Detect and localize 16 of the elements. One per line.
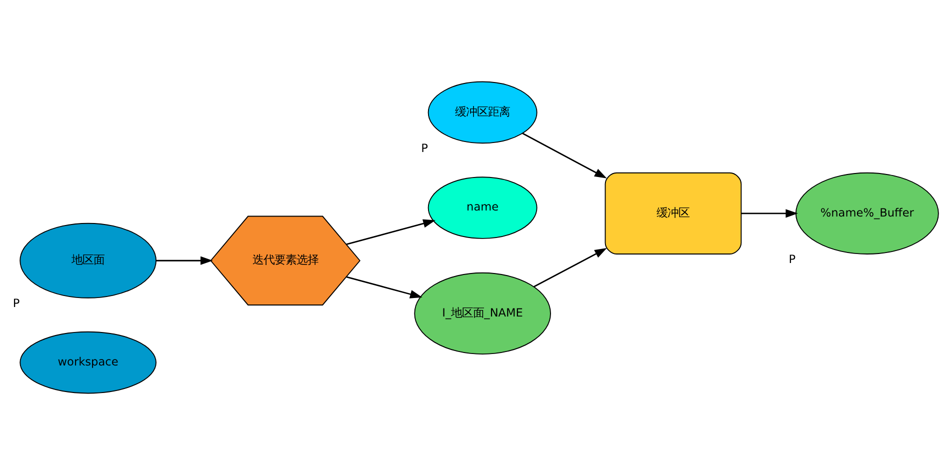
node-box: 缓冲区 bbox=[604, 172, 742, 254]
arrow bbox=[522, 132, 607, 178]
arrow bbox=[346, 276, 422, 298]
node-ellipse: 地区面 bbox=[20, 222, 156, 298]
arrow bbox=[156, 256, 213, 264]
arrow bbox=[346, 218, 436, 245]
arrow bbox=[534, 248, 607, 287]
node-label: P bbox=[788, 252, 796, 266]
node-ellipse: workspace bbox=[20, 330, 156, 394]
node-label: P bbox=[421, 140, 428, 155]
node-label: P bbox=[12, 295, 20, 310]
node-ellipse: name bbox=[428, 176, 538, 238]
arrow bbox=[741, 208, 798, 218]
node-ellipse: I_地区面_NAME bbox=[414, 272, 551, 354]
node-ellipse: 缓冲区距离 bbox=[428, 80, 538, 144]
node-ellipse: %name%_Buffer bbox=[795, 172, 939, 254]
